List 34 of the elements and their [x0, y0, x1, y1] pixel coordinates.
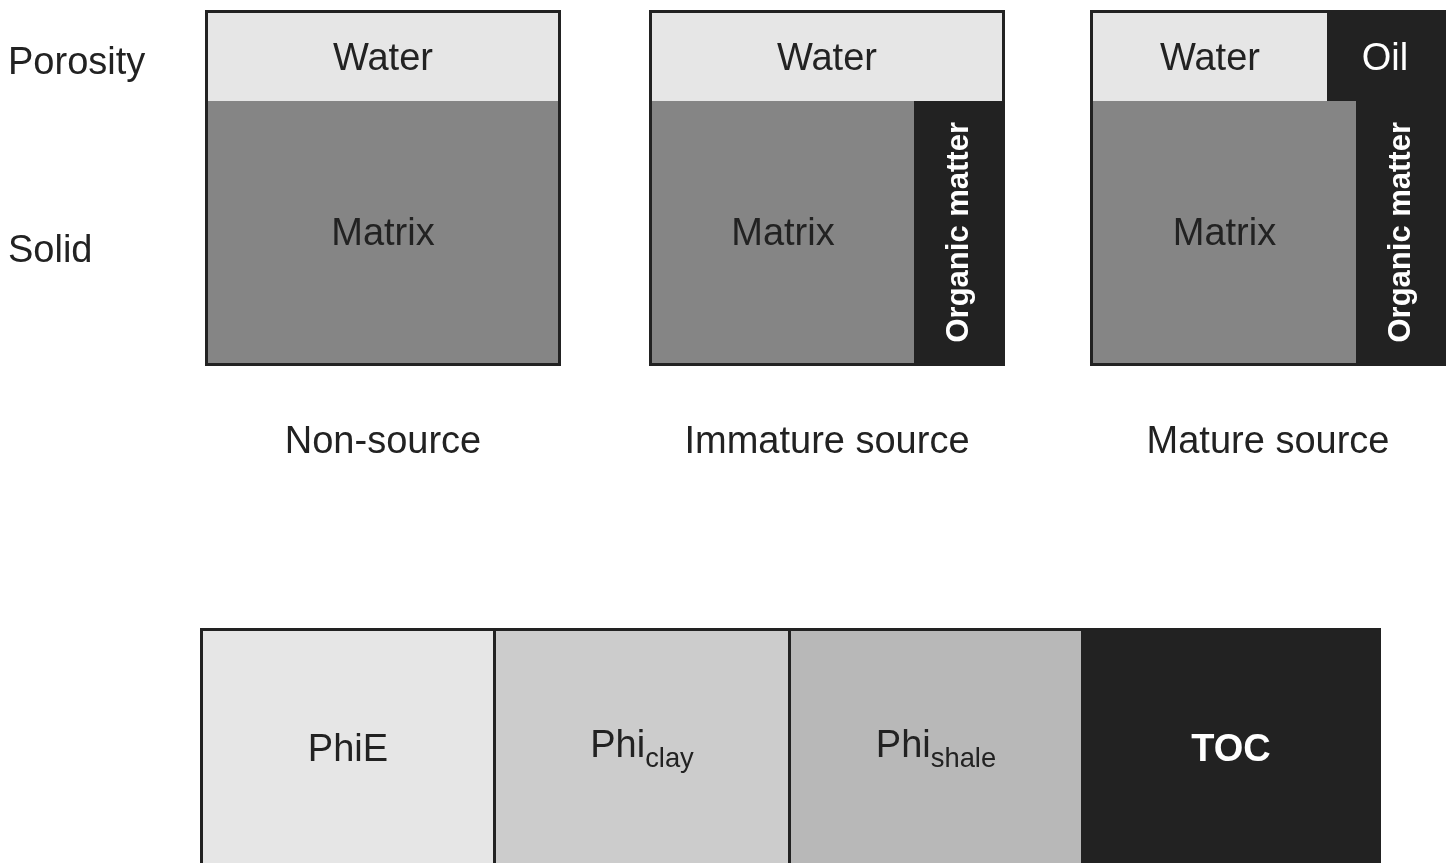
fraction-block	[1093, 101, 1356, 363]
fraction-block	[652, 101, 914, 363]
block-label: Phi$_{shale}$	[875, 722, 997, 774]
fraction-column	[1356, 101, 1443, 363]
row-label: Solid	[8, 228, 93, 271]
sample-panel	[649, 10, 1005, 366]
row-label: Porosity	[8, 40, 146, 83]
vertical-label: Organic matter	[1381, 121, 1418, 343]
block-label: Water	[1160, 35, 1260, 79]
panel-caption: Immature source	[684, 419, 970, 462]
block-label: Oil	[1361, 35, 1409, 79]
fraction-column	[914, 101, 1002, 363]
fraction-block	[1327, 13, 1443, 101]
fraction-block	[1093, 13, 1327, 101]
block-label: PhiE	[307, 726, 389, 770]
block-label: TOC	[1191, 726, 1271, 770]
fraction-block	[1081, 628, 1381, 863]
block-label: Matrix	[1172, 210, 1277, 254]
block-label: Matrix	[731, 210, 835, 254]
fraction-block	[208, 13, 558, 101]
panel-caption: Non-source	[284, 419, 482, 462]
block-label: Phi$_{clay}$	[590, 722, 694, 774]
panel-caption: Mature source	[1146, 419, 1390, 462]
block-label: Matrix	[331, 210, 435, 254]
sample-panel	[1090, 10, 1446, 366]
fraction-block	[652, 13, 1002, 101]
sample-panel	[205, 10, 561, 366]
fraction-block	[208, 101, 558, 363]
fraction-block	[788, 628, 1084, 863]
fraction-block	[200, 628, 496, 863]
block-label: Water	[333, 35, 433, 79]
block-label: Water	[777, 35, 877, 79]
fraction-block	[493, 628, 791, 863]
vertical-label: Organic matter	[940, 121, 976, 343]
